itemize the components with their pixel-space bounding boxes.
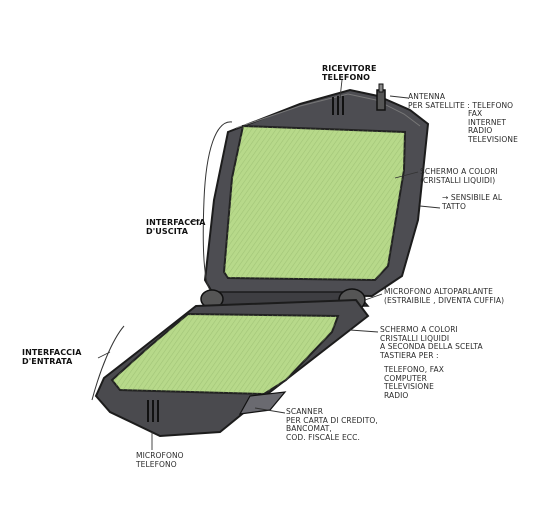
label-sensibile: → SENSIBILE AL TATTO <box>442 193 503 211</box>
lower-screen-hatch <box>112 314 338 394</box>
label-microfono-telefono: MICROFONO TELEFONO <box>136 451 184 469</box>
label-ricevitore: RICEVITORE TELEFONO <box>322 64 377 82</box>
label-schermo-bottom: SCHERMO A COLORI CRISTALLI LIQUIDI A SEC… <box>380 325 483 360</box>
antenna-icon <box>376 83 386 111</box>
label-scanner: SCANNER PER CARTA DI CREDITO, BANCOMAT, … <box>286 407 378 442</box>
receiver-speaker-icon <box>332 96 344 115</box>
leader-lines <box>97 79 441 450</box>
label-bottom-uses: TELEFONO, FAX COMPUTER TELEVISIONE RADIO <box>384 365 444 400</box>
label-schermo-top: SCHERMO A COLORI (CRISTALLI LIQUIDI) <box>420 167 498 185</box>
label-interfaccia-uscita: INTERFACCIA D'USCITA <box>146 218 206 236</box>
bracket-input <box>91 325 125 401</box>
scanner-slot-icon <box>238 391 287 415</box>
label-interfaccia-entrata: INTERFACCIA D'ENTRATA <box>22 348 82 366</box>
label-microfono-altoparlante: MICROFONO ALTOPARLANTE (ESTRAIBILE , DIV… <box>384 287 505 305</box>
label-antenna-uses: FAX INTERNET RADIO TELEVISIONE <box>468 109 518 144</box>
upper-screen-hatch <box>224 126 405 280</box>
label-antenna: ANTENNA PER SATELLITE : TELEFONO <box>408 92 514 110</box>
bracket-output <box>202 121 233 291</box>
microphone-icon <box>147 400 159 422</box>
upper-lid-top-edge <box>235 93 421 129</box>
